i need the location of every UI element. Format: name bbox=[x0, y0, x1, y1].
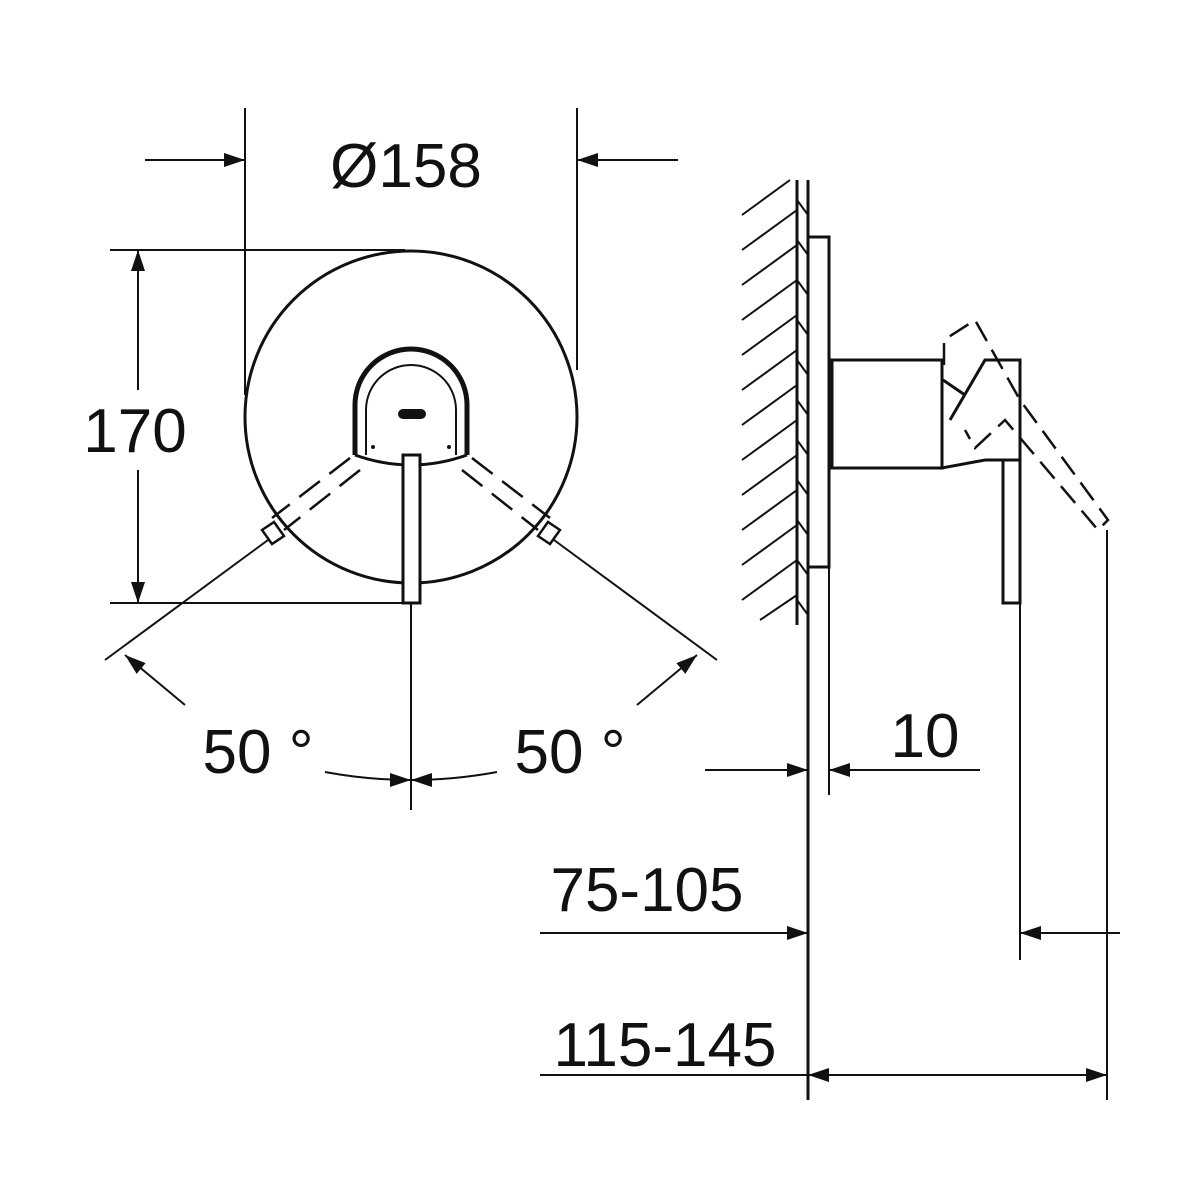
body bbox=[830, 358, 944, 470]
wall-hatch bbox=[741, 179, 798, 621]
front-view bbox=[104, 108, 718, 810]
indicator bbox=[398, 409, 426, 419]
escutcheon-side bbox=[806, 235, 831, 569]
side-view bbox=[540, 179, 1120, 1100]
wall-depth-label: 75-105 bbox=[550, 856, 743, 925]
escutcheon-depth-label: 10 bbox=[891, 702, 960, 771]
lever-front bbox=[401, 453, 422, 605]
lever-side bbox=[1001, 458, 1022, 605]
angle-left-label: 50 ° bbox=[203, 718, 314, 787]
handle-dome bbox=[352, 346, 470, 455]
angle-right-label: 50 ° bbox=[515, 718, 626, 787]
handle-side bbox=[940, 358, 1022, 470]
diameter-label: Ø158 bbox=[330, 132, 482, 201]
height-label: 170 bbox=[83, 397, 186, 466]
total-depth-label: 115-145 bbox=[554, 1011, 777, 1080]
